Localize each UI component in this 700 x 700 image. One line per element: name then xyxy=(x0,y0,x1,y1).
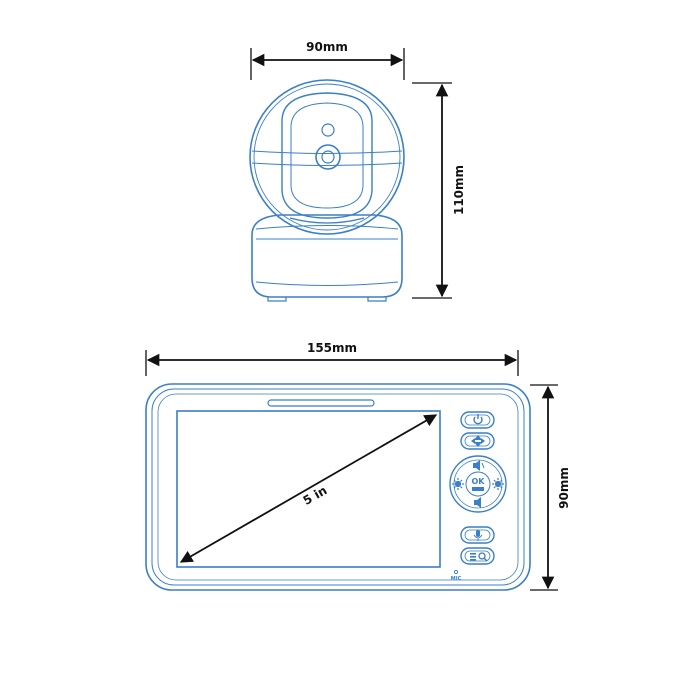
camera-face-plate xyxy=(281,92,373,219)
camera-lens xyxy=(315,144,341,170)
monitor-height-dimension: 90mm xyxy=(530,384,571,591)
camera-sensor-dot xyxy=(321,123,335,137)
monitor-width-label: 155mm xyxy=(307,341,357,355)
power-button[interactable] xyxy=(460,411,495,429)
camera-base xyxy=(251,214,403,298)
monitor-screen xyxy=(176,410,441,568)
camera-width-dimension: 90mm xyxy=(250,40,405,80)
camera-width-label: 90mm xyxy=(306,40,348,54)
monitor-top-slot xyxy=(267,399,375,407)
monitor-height-label: 90mm xyxy=(557,467,571,509)
talk-icon xyxy=(473,530,483,541)
screen-diagonal-dimension: 5 in xyxy=(179,414,438,563)
monitor-body xyxy=(145,383,531,591)
mic-hole xyxy=(453,569,459,575)
talk-button[interactable] xyxy=(460,526,495,544)
camera-drawing xyxy=(249,79,405,302)
brightness-up-icon xyxy=(492,478,504,490)
power-icon xyxy=(473,414,483,425)
dpad-ok-label: OK xyxy=(472,477,486,486)
dpad-ok-button[interactable]: OK xyxy=(449,455,507,513)
pan-tilt-button[interactable] xyxy=(460,432,495,450)
monitor-width-dimension: 155mm xyxy=(145,341,519,376)
brightness-down-icon xyxy=(452,478,464,490)
screen-diagonal-label: 5 in xyxy=(301,483,330,508)
camera-height-dimension: 110mm xyxy=(412,82,466,299)
menu-zoom-button[interactable] xyxy=(460,547,495,565)
volume-up-icon xyxy=(473,460,485,471)
volume-down-icon xyxy=(474,497,481,508)
mic-label: MIC xyxy=(451,576,462,582)
monitor-controls: OK xyxy=(449,411,507,582)
dpad-ok-icon xyxy=(472,487,484,491)
monitor-drawing xyxy=(145,383,531,591)
camera-head-outline xyxy=(249,79,405,235)
camera-height-label: 110mm xyxy=(452,165,466,215)
pan-tilt-icon xyxy=(471,435,485,447)
menu-zoom-icon xyxy=(470,552,488,562)
